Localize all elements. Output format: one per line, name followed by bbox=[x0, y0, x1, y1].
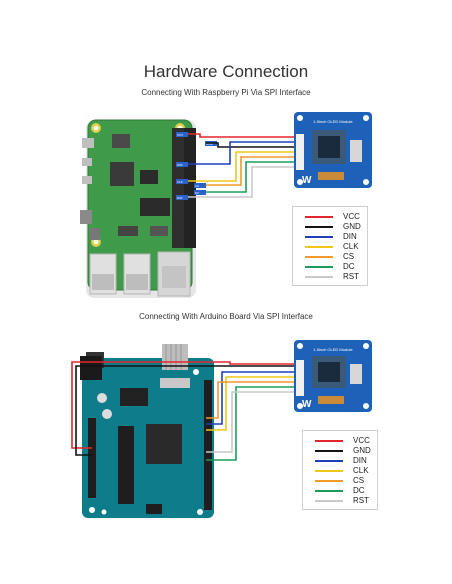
legend-swatch bbox=[315, 480, 343, 482]
rpi-pin-cs: CS bbox=[195, 184, 199, 188]
legend-swatch bbox=[305, 246, 333, 248]
legend-swatch bbox=[315, 440, 343, 442]
legend-label: CS bbox=[353, 476, 365, 485]
rpi-pin-dc: DC bbox=[195, 191, 199, 195]
rpi-pin-3v3: 3V3 bbox=[177, 133, 183, 137]
legend-swatch bbox=[315, 500, 343, 502]
legend-label: DC bbox=[353, 486, 365, 495]
arduino-board bbox=[80, 344, 214, 518]
rpi-pin-din: DIN bbox=[177, 163, 182, 167]
rpi-subtitle: Connecting With Raspberry Pi Via SPI Int… bbox=[141, 88, 311, 97]
legend-label: VCC bbox=[343, 212, 360, 221]
legend-swatch bbox=[305, 236, 333, 238]
legend-label: DC bbox=[343, 262, 355, 271]
legend-label: DIN bbox=[343, 232, 357, 241]
legend-swatch bbox=[315, 470, 343, 472]
legend-label: RST bbox=[343, 272, 359, 281]
rpi-wires bbox=[188, 133, 296, 198]
oled-module-top: 1.5inch OLED Module W bbox=[294, 112, 372, 188]
legend-label: GND bbox=[343, 222, 361, 231]
legend-label: CLK bbox=[343, 242, 359, 251]
legend-swatch bbox=[305, 226, 333, 228]
legend-bottom: VCC GND DIN CLK CS DC RST bbox=[302, 430, 378, 510]
legend-swatch bbox=[305, 266, 333, 268]
legend-swatch bbox=[315, 450, 343, 452]
legend-top: VCC GND DIN CLK CS DC RST bbox=[292, 206, 368, 286]
oled-module-label-top: 1.5inch OLED Module bbox=[313, 119, 353, 124]
logo-icon: W bbox=[302, 399, 312, 410]
legend-swatch bbox=[305, 216, 333, 218]
legend-swatch bbox=[305, 276, 333, 278]
arduino-subtitle: Connecting With Arduino Board Via SPI In… bbox=[139, 312, 313, 321]
rpi-pin-gnd: GND bbox=[206, 142, 214, 146]
legend-label: CS bbox=[343, 252, 355, 261]
rpi-pin-rst: RST bbox=[177, 196, 183, 200]
legend-swatch bbox=[315, 490, 343, 492]
page-title: Hardware Connection bbox=[143, 62, 309, 81]
oled-module-label-bottom: 1.5inch OLED Module bbox=[313, 347, 353, 352]
legend-label: CLK bbox=[353, 466, 369, 475]
legend-label: RST bbox=[353, 496, 369, 505]
legend-label: GND bbox=[353, 446, 371, 455]
legend-label: DIN bbox=[353, 456, 367, 465]
logo-icon: W bbox=[302, 175, 312, 186]
oled-module-bottom: 1.5inch OLED Module W bbox=[294, 340, 372, 412]
legend-swatch bbox=[305, 256, 333, 258]
legend-swatch bbox=[315, 460, 343, 462]
legend-label: VCC bbox=[353, 436, 370, 445]
raspberry-pi-board: 3V3 GND DIN CLK CS DC RST bbox=[80, 119, 217, 298]
rpi-pin-clk: CLK bbox=[177, 180, 184, 184]
arduino-wires bbox=[71, 361, 296, 461]
